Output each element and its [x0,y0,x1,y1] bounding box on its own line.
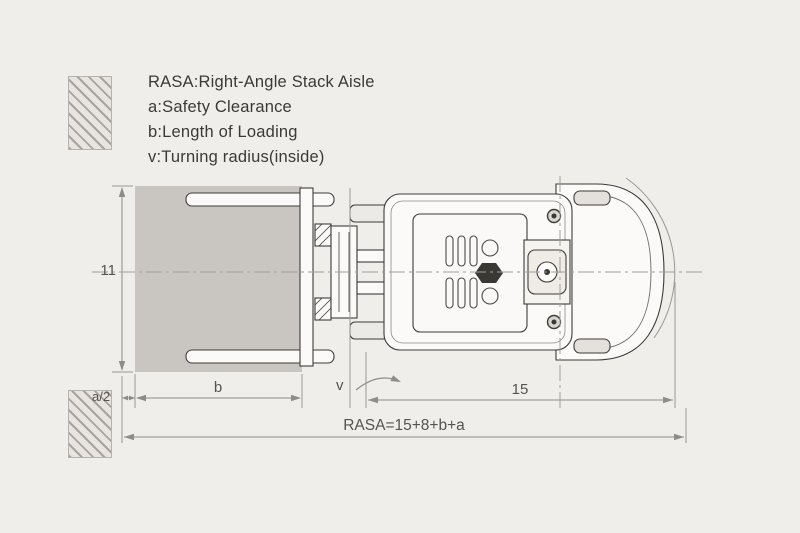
wall-hatch-bottom [68,390,112,458]
legend-line-v: v:Turning radius(inside) [148,148,325,166]
load-block [135,186,302,372]
turning-radius-arc [625,177,676,339]
carriage-hatched-block-bottom [314,297,332,321]
rotation-arrow [355,375,401,391]
dimension-lines [121,188,684,438]
bolt-circle-top [546,208,562,224]
legend-line-b: b:Length of Loading [148,123,298,141]
bolt-circle-bottom [546,314,562,330]
dim-label-half-clearance: a/2 [92,389,111,404]
reference-lines [112,185,687,443]
fork-carriage [299,187,314,367]
dim-label-front-span: 15 [511,381,529,398]
wall-hatch-top [68,76,112,150]
engine-hood [412,213,528,333]
rear-wheel-top [573,190,611,206]
legend-line-rasa: RASA:Right-Angle Stack Aisle [148,73,375,91]
carriage-hatched-block-top [314,223,332,247]
hood-vents [445,235,499,309]
dim-label-load-width: 11 [100,262,116,279]
fork-bottom [185,349,335,364]
counterweight-inner-line [597,194,652,350]
centerlines [92,176,704,410]
legend-line-a: a:Safety Clearance [148,98,292,116]
dimension-arrowheads [118,187,684,441]
legend-block: RASA:Right-Angle Stack Aisle a:Safety Cl… [148,70,375,170]
dim-label-load-length: b [213,379,223,396]
fork-top [185,192,335,207]
rear-wheel-bottom [573,338,611,354]
dim-label-inner-radius: v [336,377,344,394]
dim-label-rasa-formula: RASA=15+8+b+a [343,417,465,434]
hood-nut [475,263,503,283]
